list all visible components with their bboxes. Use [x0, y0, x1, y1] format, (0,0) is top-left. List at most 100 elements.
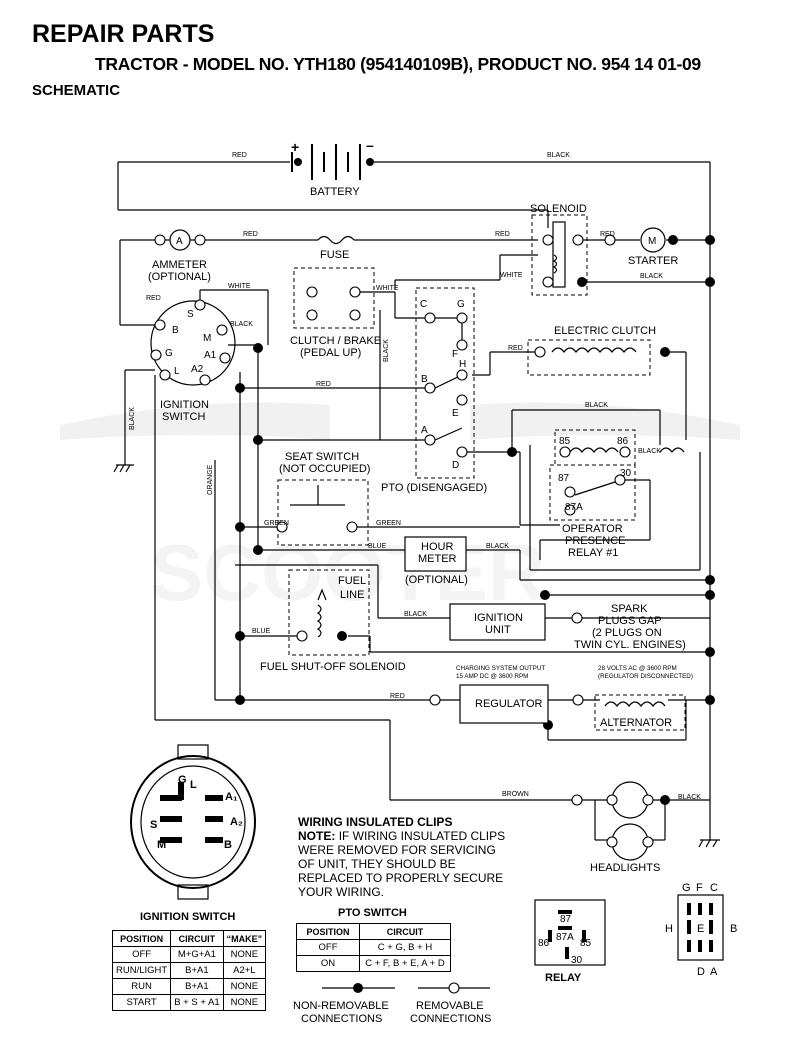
spark-label2: PLUGS GAP	[598, 615, 662, 627]
ignition-switch-table: POSITION CIRCUIT “MAKE” OFF M+G+A1 NONE …	[111, 930, 267, 1011]
wire-black-headlight: BLACK	[678, 794, 701, 801]
wire-green-relay: GREEN	[376, 520, 401, 527]
spark-label3: (2 PLUGS ON	[592, 627, 662, 639]
wire-red-clutch: RED	[508, 345, 523, 352]
wire-black-ground: BLACK	[129, 407, 136, 430]
wiring-note: WIRING INSULATED CLIPS NOTE: IF WIRING I…	[298, 815, 508, 899]
alternator-label: ALTERNATOR	[600, 717, 672, 729]
table-header: POSITION	[296, 923, 360, 940]
face-s: S	[150, 819, 157, 831]
ignition-table-title: IGNITION SWITCH	[140, 911, 236, 923]
pto-term-c: C	[420, 299, 427, 310]
wire-blue-fuel: BLUE	[252, 628, 271, 635]
legend-nonremovable-2: CONNECTIONS	[301, 1013, 382, 1025]
charging-label2: 15 AMP DC @ 3600 RPM	[456, 673, 528, 680]
pto-term-b: B	[421, 374, 428, 385]
conn-f: F	[696, 882, 703, 894]
table-cell: START	[111, 994, 172, 1011]
ign-term-l: L	[174, 366, 180, 377]
ign-term-a2: A2	[191, 364, 204, 375]
clutch-brake-label: CLUTCH / BRAKE	[290, 335, 381, 347]
relay-diagram: 87 87A 86 85 30 RELAY	[534, 899, 606, 984]
table-header: POSITION	[111, 930, 172, 947]
pto-term-h: H	[459, 359, 466, 370]
relay-term-85: 85	[559, 436, 571, 447]
wire-red-regulator: RED	[390, 693, 405, 700]
relay-label3: RELAY #1	[568, 547, 618, 559]
fuel-line-label: FUEL	[338, 575, 366, 587]
spark-label1: SPARK	[611, 603, 648, 615]
wire-red-ammeter: RED	[243, 231, 258, 238]
ign-term-s: S	[187, 309, 194, 320]
ammeter-optional: (OPTIONAL)	[148, 271, 211, 283]
conn-b: B	[730, 923, 737, 935]
legend-nonremovable-1: NON-REMOVABLE	[293, 1000, 389, 1012]
hour-meter-optional: (OPTIONAL)	[405, 574, 468, 586]
conn-e: E	[697, 923, 704, 935]
wire-brown: BROWN	[502, 791, 529, 798]
pto-term-a: A	[421, 425, 428, 436]
table-cell: B+A1	[170, 962, 224, 979]
table-cell: RUN/LIGHT	[111, 962, 172, 979]
relay-term-86: 86	[617, 436, 629, 447]
conn-h: H	[665, 923, 673, 935]
note-title: WIRING INSULATED CLIPS	[298, 815, 453, 829]
ign-term-g: G	[165, 348, 173, 359]
seat-switch-label: SEAT SWITCH	[285, 451, 359, 463]
relay-term-87a: 87A	[565, 502, 583, 513]
hour-meter-label2: METER	[418, 553, 457, 565]
table-cell: OFF	[296, 939, 360, 956]
pto-switch-table: POSITION CIRCUIT OFF C + G, B + H ON C +…	[296, 923, 451, 972]
ammeter-symbol: A	[176, 236, 183, 247]
table-header: CIRCUIT	[170, 930, 224, 947]
table-cell: C + G, B + H	[359, 939, 451, 956]
relay-label1: OPERATOR	[562, 523, 623, 535]
conn-a: A	[710, 966, 718, 978]
solenoid-label: SOLENOID	[530, 203, 587, 215]
wire-black-hour: BLACK	[486, 543, 509, 550]
conn-g: G	[682, 882, 691, 894]
table-cell: B + S + A1	[170, 994, 224, 1011]
wire-green-seat: GREEN	[264, 520, 289, 527]
table-header: CIRCUIT	[359, 923, 451, 940]
table-cell: C + F, B + E, A + D	[359, 955, 451, 972]
wire-white-ign: WHITE	[228, 283, 251, 290]
fuel-line-label2: LINE	[340, 589, 364, 601]
battery-plus: +	[291, 139, 299, 155]
regulator-label: REGULATOR	[475, 698, 542, 710]
page-subtitle: TRACTOR - MODEL NO. YTH180 (954140109B),…	[95, 54, 701, 74]
removable-connections	[150, 234, 654, 848]
face-m: M	[157, 839, 166, 851]
wiring	[113, 144, 720, 848]
ignition-switch-face: G L A₁ A₂ S M B	[130, 744, 256, 900]
table-cell: RUN	[111, 978, 172, 995]
ign-term-m: M	[203, 333, 211, 344]
conn-d: D	[697, 966, 705, 978]
table-cell: NONE	[222, 946, 267, 963]
table-header: “MAKE”	[222, 930, 267, 947]
relay-diag-title: RELAY	[545, 972, 582, 984]
table-cell: ON	[296, 955, 360, 972]
relay-diag-85: 85	[580, 938, 592, 949]
labels: + – BATTERY RED BLACK SOLENOID A AMMETER…	[129, 137, 701, 874]
note-label: NOTE:	[298, 829, 336, 843]
wire-red-solenoid: RED	[495, 231, 510, 238]
volts-label1: 28 VOLTS AC @ 3600 RPM	[598, 665, 677, 672]
pto-term-f: F	[452, 349, 458, 360]
starter-symbol: M	[648, 236, 656, 247]
watermark: SCOOTER	[60, 402, 740, 617]
table-header-row: POSITION CIRCUIT	[296, 923, 451, 940]
face-b: B	[224, 839, 232, 851]
pto-table-title: PTO SWITCH	[338, 907, 407, 919]
table-cell: M+G+A1	[170, 946, 224, 963]
electric-clutch-label: ELECTRIC CLUTCH	[554, 325, 656, 337]
table-cell: NONE	[222, 994, 267, 1011]
relay-diag-87a: 87A	[556, 932, 574, 943]
legend-symbols: NON-REMOVABLE CONNECTIONS REMOVABLE CONN…	[293, 982, 491, 1025]
pto-label: PTO (DISENGAGED)	[381, 482, 487, 494]
wire-black-ignunit: BLACK	[404, 611, 427, 618]
battery-label: BATTERY	[310, 186, 360, 198]
relay-diag-86: 86	[538, 938, 550, 949]
table-row: START B + S + A1 NONE	[111, 994, 267, 1011]
wire-orange: ORANGE	[207, 464, 214, 495]
